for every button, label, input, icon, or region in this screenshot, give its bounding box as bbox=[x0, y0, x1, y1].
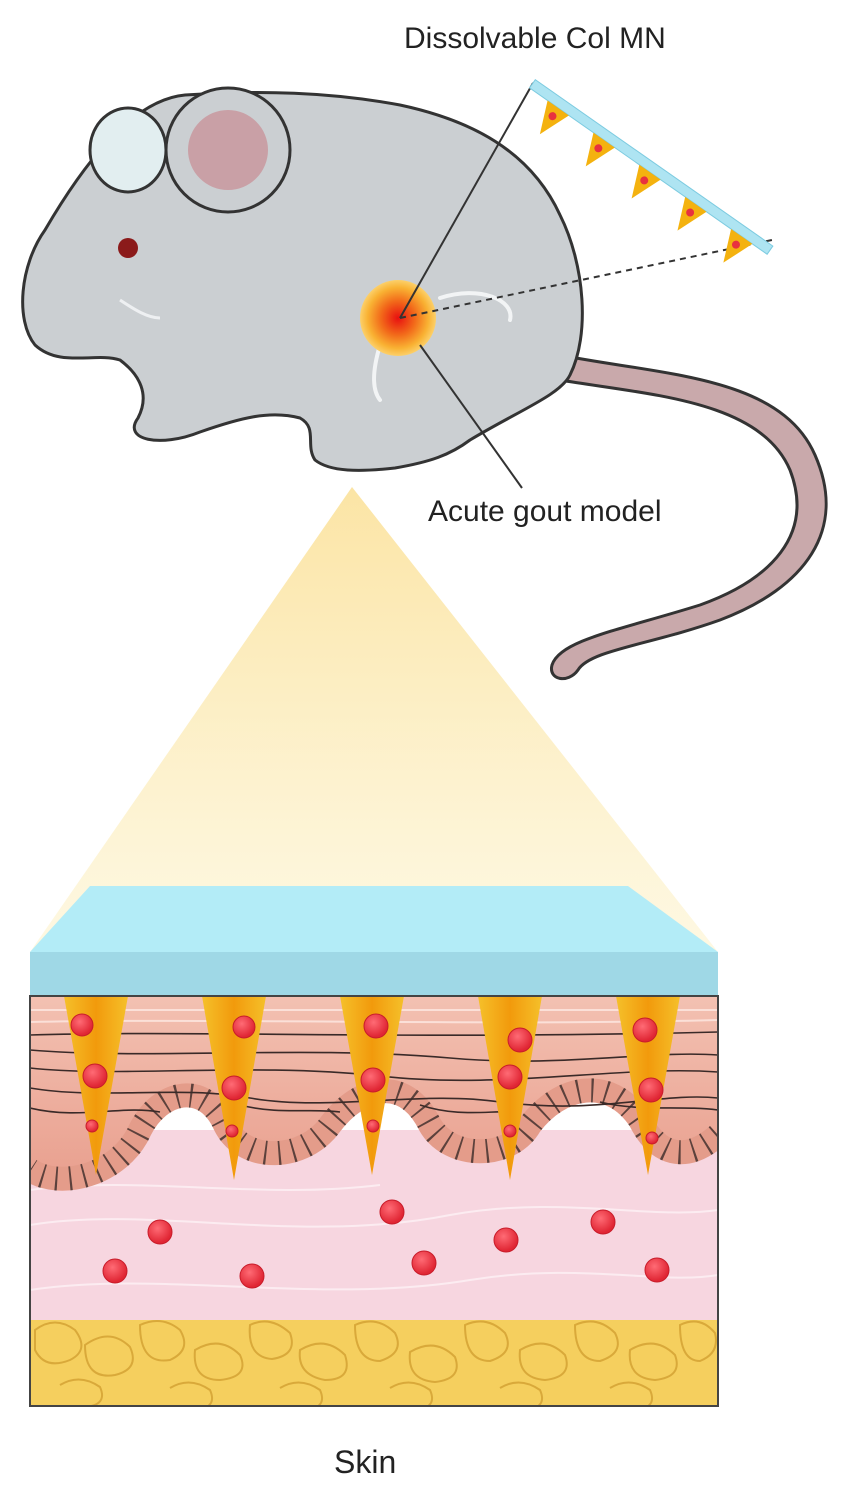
skin-label: Skin bbox=[334, 1444, 397, 1480]
mouse-mouth bbox=[119, 298, 161, 320]
released-drug-particles bbox=[102, 1199, 670, 1289]
gout-lesion bbox=[360, 280, 436, 356]
needle-drug-particles bbox=[70, 1013, 664, 1145]
backing-top-face bbox=[30, 886, 718, 952]
fat-layer bbox=[30, 1318, 718, 1406]
zoom-line-dashed bbox=[399, 239, 773, 319]
basal-layer-outline bbox=[30, 1078, 718, 1191]
gout-model-label: Acute gout model bbox=[428, 495, 662, 528]
microneedle-label: Dissolvable Col MN bbox=[404, 22, 666, 55]
mouse-leg-highlight bbox=[372, 291, 513, 402]
microneedle-patch bbox=[528, 79, 774, 263]
patch-needles bbox=[539, 100, 753, 263]
skin-cross-section bbox=[30, 996, 718, 1406]
mouse-ear-back bbox=[88, 106, 168, 194]
backing-front-face bbox=[30, 952, 718, 996]
magnification-beam bbox=[30, 487, 718, 952]
mouse-eye bbox=[118, 238, 138, 258]
mouse-tail bbox=[550, 353, 828, 681]
fat-cells bbox=[34, 1320, 717, 1406]
gout-callout-line bbox=[419, 344, 523, 489]
zoom-line-solid bbox=[399, 82, 534, 319]
mouse-ear-inner bbox=[188, 110, 268, 190]
